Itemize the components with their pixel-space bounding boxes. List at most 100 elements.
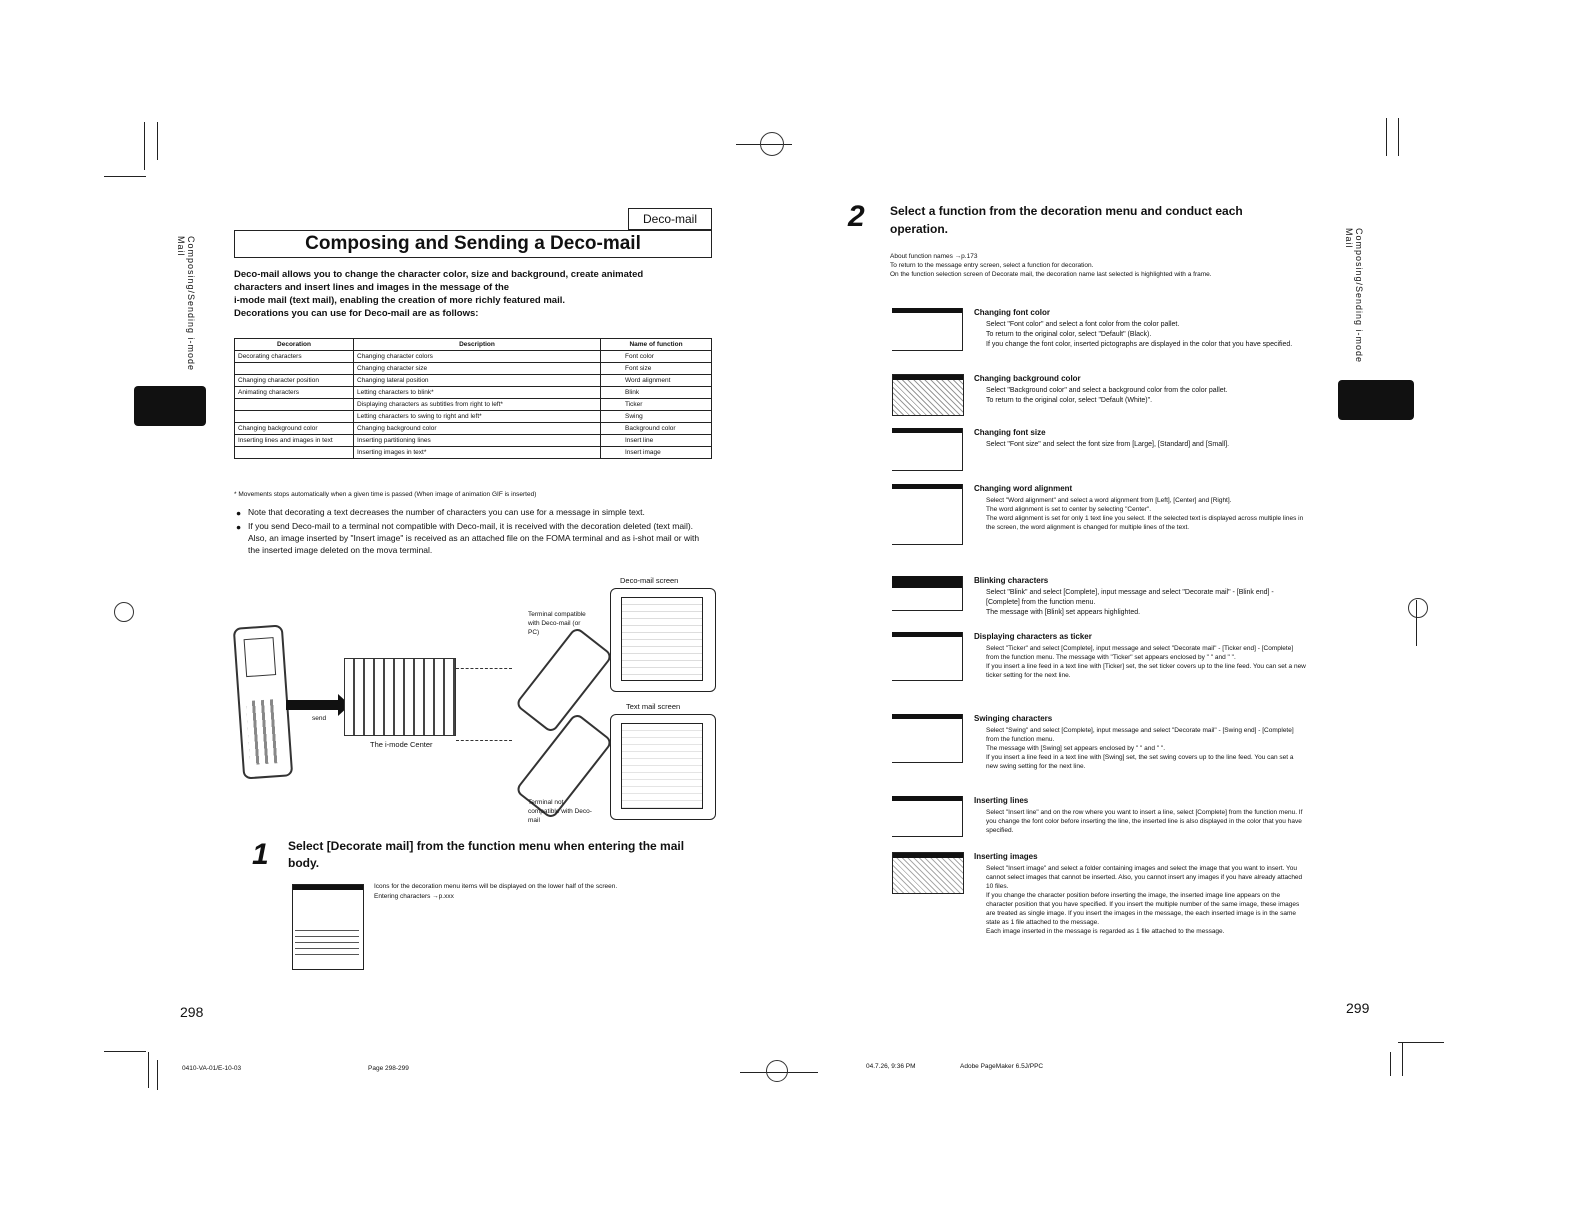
table-cell: Changing background color [234,422,354,435]
phone-keypad [245,698,283,766]
function-block: Inserting lines Select "Insert line" and… [892,796,1312,846]
intro-line: Decorations you can use for Deco-mail ar… [234,308,479,319]
function-title: Displaying characters as ticker [974,632,1092,641]
deco-screen-callout [610,588,716,692]
crop-mark [104,176,146,177]
function-line: Select "Swing" and select [Complete], in… [986,727,1294,743]
table-cell: Swing [600,410,712,423]
sending-phone [232,624,294,780]
note-line: To return to the message entry screen, s… [890,262,1094,269]
function-screenshot [892,308,963,351]
decoration-table: Decoration Description Name of function … [234,338,712,459]
step-note: Entering characters →p.xxx [374,893,454,900]
function-line: The message with [Blink] set appears hig… [986,609,1141,616]
function-line: Select "Insert image" and select a folde… [986,865,1303,890]
function-screenshot [892,796,963,837]
function-desc: Select "Word alignment" and select a wor… [986,496,1306,532]
function-title: Changing font color [974,308,1050,317]
table-cell: Decorating characters [234,350,354,363]
function-block: Swinging characters Select "Swing" and s… [892,714,1312,792]
function-screenshot [892,852,964,894]
table-row: Inserting images in text*Insert image [234,446,712,459]
send-arrow [286,700,338,710]
section-tab: Deco-mail [628,208,712,230]
note-item: ● Note that decorating a text decreases … [236,506,712,518]
function-desc: Select "Swing" and select [Complete], in… [986,726,1306,771]
function-block: Displaying characters as ticker Select "… [892,632,1312,708]
step-notes: About function names →p.173 To return to… [890,252,1296,279]
function-desc: Select "Insert line" and on the row wher… [986,808,1306,835]
table-cell: Word alignment [600,374,712,387]
note-line: About function names →p.173 [890,253,978,260]
table-cell: Changing character size [353,362,601,375]
table-cell [234,398,354,411]
function-title: Changing font size [974,428,1046,437]
side-label: Composing/Sending i-mode Mail [1344,228,1364,364]
status-bar [892,428,962,433]
function-screenshot [892,714,963,763]
crop-mark [1398,118,1399,156]
function-line: Select "Blink" and select [Complete], in… [986,589,1274,606]
function-desc: Select "Ticker" and select [Complete], i… [986,644,1306,680]
table-cell: Insert image [600,446,712,459]
step-text: Select [Decorate mail] from the function… [288,839,685,870]
side-label: Composing/Sending i-mode Mail [176,236,196,372]
crop-mark [1390,1052,1391,1076]
table-cell: Letting characters to blink* [353,386,601,399]
step-number: 2 [848,200,865,233]
function-line: Select "Font size" and select the font s… [986,441,1230,448]
registration-mark [760,132,784,156]
function-line: Each image inserted in the message is re… [986,928,1225,935]
function-line: To return to the original color, select … [986,331,1152,338]
dashed-link [456,668,512,669]
receiving-phone-compatible [514,625,614,735]
crop-mark [157,122,158,160]
table-cell: Changing lateral position [353,374,601,387]
incompatible-label: Terminal not compatible with Deco-mail [528,799,592,824]
function-desc: Select "Background color" and select a b… [986,386,1306,406]
function-line: The word alignment is set to center by s… [986,506,1152,513]
function-line: If you change the character position bef… [986,892,1300,926]
status-bar [892,714,962,719]
function-block: Changing font size Select "Font size" an… [892,428,1312,478]
function-block: Changing word alignment Select "Word ali… [892,484,1312,570]
status-bar [293,885,363,890]
table-cell [234,410,354,423]
function-block: Changing font color Select "Font color" … [892,308,1312,368]
page-number: 298 [180,1004,204,1020]
imode-center-label: The i-mode Center [370,740,433,749]
footer-mid: Page 298-299 [368,1065,409,1072]
registration-mark [1408,598,1428,618]
table-cell: Changing character colors [353,350,601,363]
table-header: Description [353,338,601,351]
function-title: Blinking characters [974,576,1049,585]
text-screen [621,723,703,809]
status-bar [892,576,962,588]
intro-text: Deco-mail allows you to change the chara… [234,268,714,320]
table-footnote: * Movements stops automatically when a g… [234,491,537,498]
function-line: If you change the font color, inserted p… [986,341,1293,348]
function-line: To return to the original color, select … [986,397,1153,404]
page-title: Composing and Sending a Deco-mail [305,233,641,254]
table-cell: Inserting images in text* [353,446,601,459]
table-header-row: Decoration Description Name of function [234,338,712,351]
function-line: Select "Word alignment" and select a wor… [986,497,1232,504]
footer-left: 0410-VA-01/E-10-03 [182,1065,242,1072]
function-desc: Select "Insert image" and select a folde… [986,864,1308,936]
function-desc: Select "Font size" and select the font s… [986,440,1306,450]
table-row: Letting characters to swing to right and… [234,410,712,423]
status-bar [893,853,963,858]
note-text: If you send Deco-mail to a terminal not … [248,521,700,555]
side-tab [134,386,206,426]
table-cell: Animating characters [234,386,354,399]
crop-mark [157,1060,158,1090]
function-title: Changing word alignment [974,484,1073,493]
dashed-link [456,740,512,741]
function-screenshot [892,632,963,681]
registration-mark [114,602,134,622]
bullet-icon: ● [236,522,242,532]
function-title: Changing background color [974,374,1081,383]
